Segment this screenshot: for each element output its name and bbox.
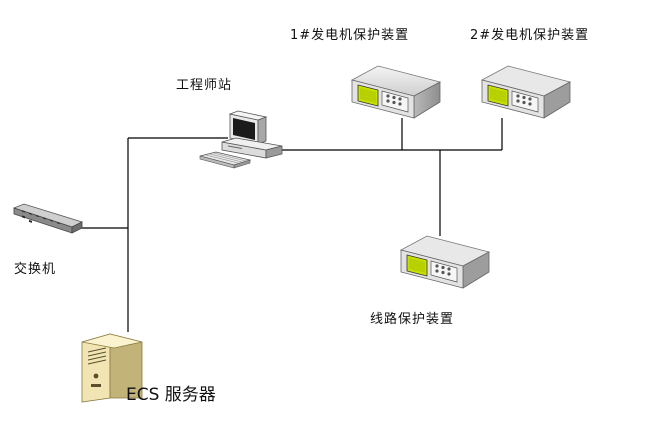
gen1-label: 1#发电机保护装置 — [290, 28, 410, 43]
workstation-computer-icon — [199, 110, 283, 169]
switch-label: 交换机 — [14, 262, 57, 277]
server-tower-icon — [81, 333, 143, 403]
line-device-label: 线路保护装置 — [370, 312, 455, 327]
gen2-label: 2#发电机保护装置 — [470, 28, 590, 43]
gen1-protection-device-icon — [350, 65, 442, 119]
gen2-protection-device-icon — [480, 65, 572, 119]
line-protection-device-icon — [399, 235, 491, 289]
server-label: ECS 服务器 — [126, 385, 216, 405]
workstation-label: 工程师站 — [176, 78, 233, 93]
network-switch-icon — [12, 203, 84, 234]
